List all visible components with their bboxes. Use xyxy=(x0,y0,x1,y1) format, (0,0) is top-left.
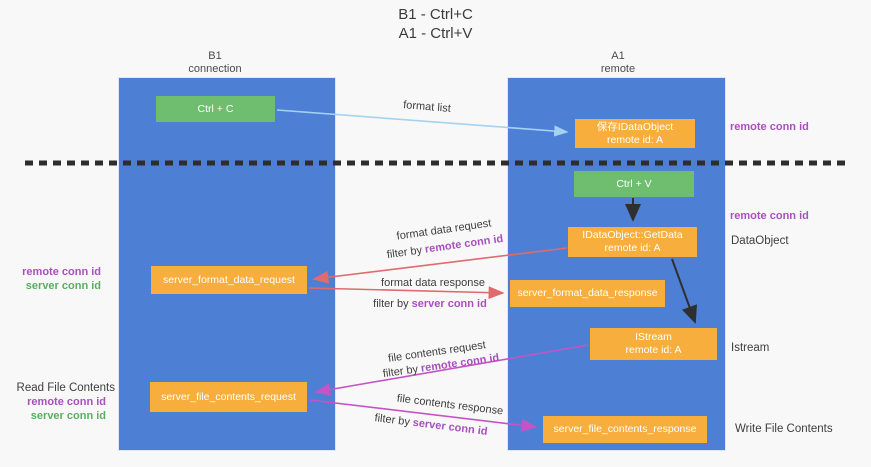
ctrl-c-label: Ctrl + C xyxy=(197,102,234,115)
server-conn-id-text: server conn id xyxy=(412,416,489,438)
save-dataobject-line1: 保存IDataObject xyxy=(596,120,674,133)
lifeline-a1-name: A1 xyxy=(611,50,625,62)
filter-by-text: filter by xyxy=(373,298,409,310)
server-file-contents-request-box: server_file_contents_request xyxy=(150,382,307,412)
idataobject-getdata-box: IDataObject::GetData remote id: A xyxy=(568,227,697,257)
istream-annotation: Istream xyxy=(731,342,770,354)
save-dataobject-line2: remote id: A xyxy=(606,133,664,146)
left-server-conn-id-top: server conn id xyxy=(25,279,101,292)
left-conn-id-block-top: remote conn id server conn id xyxy=(0,266,101,293)
server-file-contents-response-label: server_file_contents_response xyxy=(553,423,697,435)
istream-line1: IStream xyxy=(635,331,672,343)
lifeline-b1-role: connection xyxy=(188,63,242,75)
filter-by-text: filter by xyxy=(386,244,423,262)
server-conn-id-text: server conn id xyxy=(411,298,487,310)
diagram-title-line2: A1 - Ctrl+V xyxy=(398,25,473,42)
lifeline-header-b1: B1 connection xyxy=(145,50,285,76)
server-format-data-request-label: server_format_data_request xyxy=(163,273,295,286)
idataobject-getdata-line2: remote id: A xyxy=(604,242,661,254)
lifeline-a1-role: remote xyxy=(600,63,636,75)
write-file-contents-annotation: Write File Contents xyxy=(735,423,833,435)
format-list-label: format list xyxy=(402,99,452,115)
diagram-title-line1: B1 - Ctrl+C xyxy=(398,6,473,23)
istream-line2: remote id: A xyxy=(625,344,682,356)
right-remote-conn-id-top: remote conn id xyxy=(730,121,809,133)
left-remote-conn-id-bottom: remote conn id xyxy=(27,396,106,408)
left-conn-id-block-bottom: remote conn id server conn id xyxy=(0,396,106,423)
left-remote-conn-id-top: remote conn id xyxy=(22,266,101,278)
istream-box: IStream remote id: A xyxy=(590,328,717,360)
dataobject-annotation: DataObject xyxy=(731,235,789,247)
left-server-conn-id-bottom: server conn id xyxy=(30,409,106,422)
server-file-contents-request-label: server_file_contents_request xyxy=(161,390,296,403)
server-format-data-response-label: server_format_data_response xyxy=(517,287,658,299)
idataobject-getdata-line1: IDataObject::GetData xyxy=(582,229,683,241)
format-data-response-label: format data response xyxy=(381,277,485,289)
file-contents-response-label: file contents response xyxy=(396,392,504,418)
lifeline-header-a1: A1 remote xyxy=(548,50,688,76)
server-format-data-response-box: server_format_data_response xyxy=(510,280,665,307)
filter-by-text: filter by xyxy=(373,412,411,429)
lifeline-b1-name: B1 xyxy=(208,50,222,62)
save-dataobject-box: 保存IDataObject remote id: A xyxy=(575,119,695,148)
read-file-contents-annotation: Read File Contents xyxy=(16,382,115,394)
server-format-data-request-box: server_format_data_request xyxy=(151,266,307,294)
ctrl-v-label: Ctrl + V xyxy=(616,177,652,190)
ctrl-v-box: Ctrl + V xyxy=(574,171,694,197)
filter-by-text: filter by xyxy=(382,363,419,381)
server-file-contents-response-box: server_file_contents_response xyxy=(543,416,707,443)
ctrl-c-box: Ctrl + C xyxy=(156,96,275,122)
right-remote-conn-id-mid: remote conn id xyxy=(730,210,809,222)
